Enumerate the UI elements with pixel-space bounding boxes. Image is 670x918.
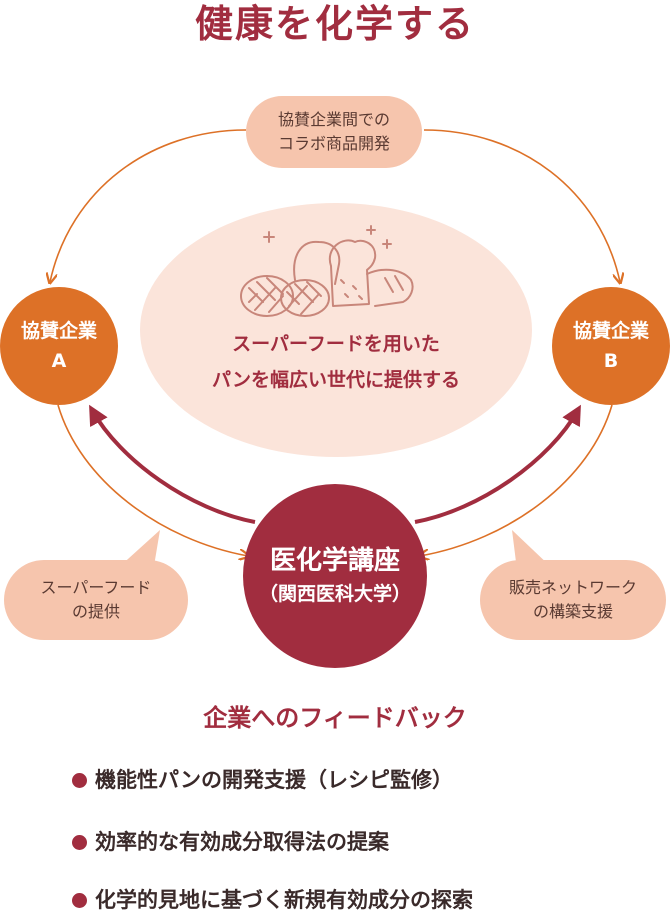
arrow-b-to-lab: [420, 404, 613, 556]
collab-line2: コラボ商品開発: [277, 134, 390, 153]
network-line1: 販売ネットワーク: [508, 578, 637, 597]
sponsor-b-circle: 協賛企業 B: [552, 287, 670, 405]
sponsor-a-line2: A: [51, 350, 67, 372]
center-line1: スーパーフードを用いた: [232, 333, 440, 355]
feedback-title: 企業へのフィードバック: [203, 704, 467, 732]
sponsor-a-circle: 協賛企業 A: [0, 287, 118, 405]
collab-line1: 協賛企業間での: [277, 110, 390, 129]
bread-icon: [240, 225, 414, 317]
arrow-lab-to-a: [89, 404, 256, 524]
bullet-dot-icon: [72, 892, 87, 908]
collab-bubble: 協賛企業間での コラボ商品開発: [246, 96, 422, 168]
page-title: 健康を化学する: [194, 2, 475, 46]
lab-circle: 医化学講座 （関西医科大学）: [243, 484, 427, 668]
center-message: スーパーフードを用いた パンを幅広い世代に提供する: [140, 326, 532, 398]
arrow-lab-to-b: [414, 404, 581, 524]
feedback-item-text: 化学的見地に基づく新規有効成分の探索: [95, 888, 473, 912]
feedback-item: 機能性パンの開発支援（レシピ監修）: [72, 764, 453, 796]
arrow-a-to-lab: [57, 404, 248, 556]
feedback-item: 化学的見地に基づく新規有効成分の探索: [72, 884, 473, 916]
sponsor-b-line2: B: [603, 350, 619, 372]
bullet-dot-icon: [72, 834, 87, 850]
bullet-dot-icon: [72, 772, 87, 788]
arrow-collab-to-a: [50, 129, 247, 282]
superfood-line2: の提供: [71, 602, 120, 621]
sponsor-a-line1: 協賛企業: [20, 320, 97, 342]
feedback-item-text: 機能性パンの開発支援（レシピ監修）: [95, 768, 454, 792]
lab-line2: （関西医科大学）: [258, 583, 411, 605]
center-line2: パンを幅広い世代に提供する: [212, 369, 460, 391]
arrow-collab-to-b: [423, 129, 620, 282]
feedback-item: 効率的な有効成分取得法の提案: [72, 826, 389, 858]
network-bubble: 販売ネットワーク の構築支援: [480, 560, 666, 640]
sponsor-b-line1: 協賛企業: [572, 320, 649, 342]
feedback-item-text: 効率的な有効成分取得法の提案: [95, 830, 389, 854]
superfood-bubble: スーパーフード の提供: [4, 560, 188, 640]
lab-line1: 医化学講座: [269, 546, 400, 576]
network-line2: の構築支援: [532, 602, 613, 621]
superfood-line1: スーパーフード: [40, 578, 152, 597]
